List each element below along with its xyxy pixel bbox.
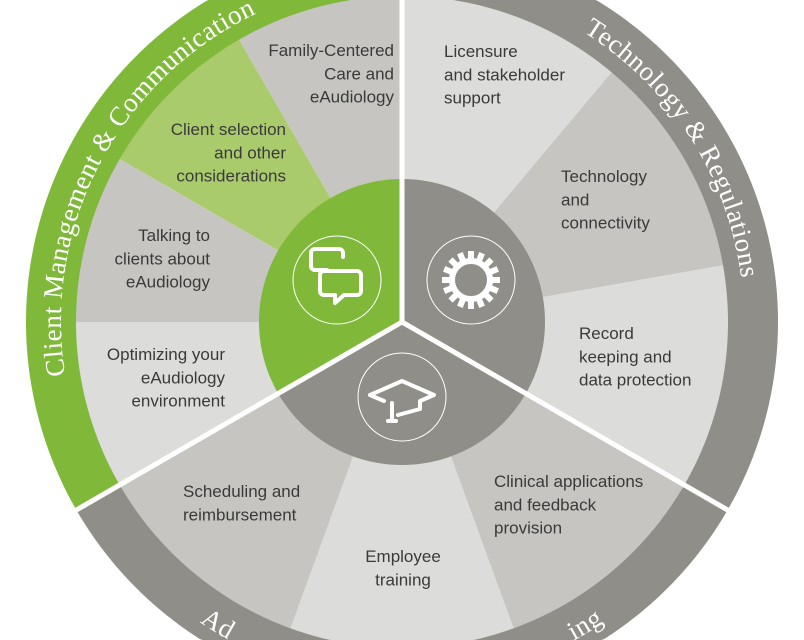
- label-line: Client selection: [171, 120, 286, 139]
- label-line: eAudiology: [141, 368, 226, 387]
- ring-segment-client: [26, 0, 402, 510]
- label-line: Clinical applications: [494, 472, 643, 491]
- gear-tooth: [442, 277, 451, 283]
- gear-tooth: [468, 251, 474, 260]
- label-line: eAudiology: [126, 273, 211, 292]
- gear-tooth: [475, 252, 485, 263]
- label-client-selection: Client selection and other considerations: [171, 120, 287, 186]
- gear-tooth: [483, 257, 494, 268]
- gear-tooth: [491, 277, 500, 283]
- label-line: reimbursement: [183, 505, 297, 524]
- label-scheduling: Scheduling and reimbursement: [183, 482, 300, 524]
- outer-ring: [26, 0, 778, 640]
- label-line: Optimizing your: [107, 345, 225, 364]
- gear-tooth: [457, 252, 467, 263]
- label-line: and stakeholder: [444, 65, 565, 84]
- gear-tooth: [488, 284, 499, 294]
- label-line: keeping and: [579, 347, 672, 366]
- label-line: Care and: [324, 64, 394, 83]
- label-line: and other: [214, 143, 286, 162]
- separators: [71, 0, 733, 515]
- label-line: considerations: [176, 167, 286, 186]
- gear-tooth: [488, 266, 499, 276]
- label-employee-training: Employee training: [365, 547, 441, 589]
- label-record-keeping: Record keeping and data protection: [579, 324, 691, 390]
- label-line: and: [561, 190, 589, 209]
- label-line: Family-Centered: [268, 41, 394, 60]
- label-line: Record: [579, 324, 634, 343]
- sector-divider: [71, 319, 404, 515]
- label-talking-to-clients: Talking to clients about eAudiology: [115, 226, 211, 292]
- label-line: Talking to: [138, 226, 210, 245]
- speech-bubbles-icon: [292, 235, 382, 325]
- label-line: connectivity: [561, 214, 650, 233]
- gear-tooth: [475, 297, 485, 308]
- gear-tooth: [443, 284, 454, 294]
- label-line: training: [375, 570, 431, 589]
- gear-tooth: [468, 300, 474, 309]
- label-line: eAudiology: [310, 88, 395, 107]
- label-line: Scheduling and: [183, 482, 300, 501]
- label-line: Employee: [365, 547, 441, 566]
- label-optimizing-environment: Optimizing your eAudiology environment: [107, 345, 226, 411]
- gear-tooth: [483, 292, 494, 303]
- gear-icon: [426, 235, 516, 325]
- label-line: provision: [494, 519, 562, 538]
- graduation-cap-icon: [357, 352, 447, 442]
- ring-segment-technology: [402, 0, 778, 510]
- sector-divider: [400, 319, 733, 515]
- label-line: Licensure: [444, 42, 518, 61]
- label-line: data protection: [579, 371, 691, 390]
- label-licensure: Licensure and stakeholder support: [444, 42, 565, 108]
- label-line: support: [444, 89, 501, 108]
- label-technology-connectivity: Technology and connectivity: [561, 167, 650, 233]
- wedge-employee-training: [289, 322, 515, 640]
- gear-tooth: [457, 297, 467, 308]
- gear-tooth: [443, 266, 454, 276]
- gear-tooth: [448, 257, 459, 268]
- label-line: clients about: [115, 249, 211, 268]
- gear-tooth: [448, 292, 459, 303]
- label-clinical-applications: Clinical applications and feedback provisi…: [494, 472, 643, 538]
- label-line: Technology: [561, 167, 648, 186]
- label-line: environment: [131, 392, 225, 411]
- label-line: and feedback: [494, 495, 597, 514]
